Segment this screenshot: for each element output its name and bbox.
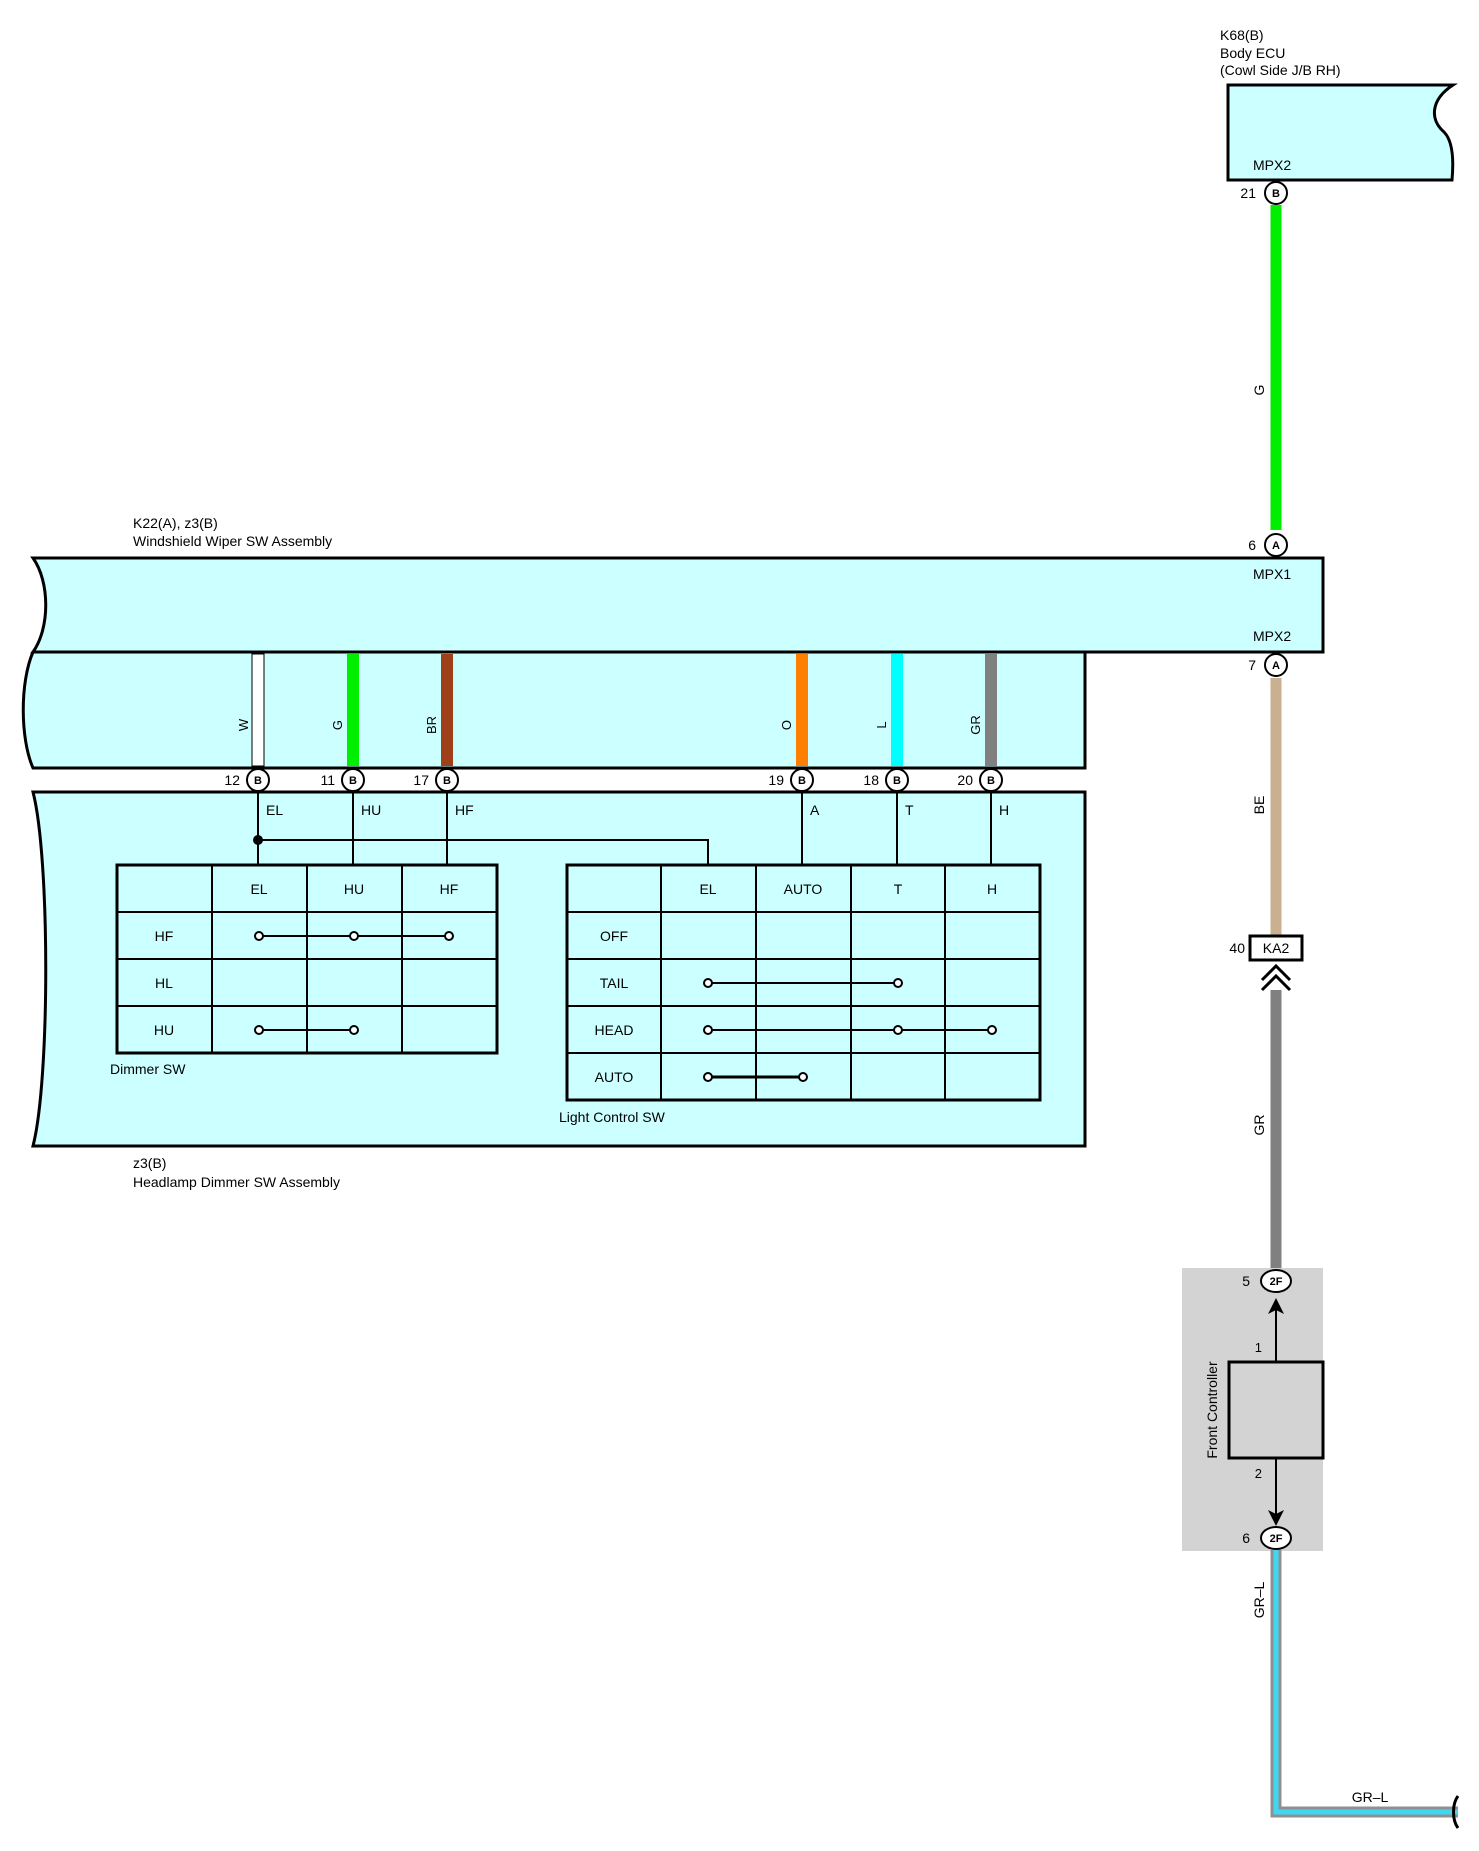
harness-connector-18-label: B <box>893 775 901 787</box>
headlamp-assembly-box <box>31 790 1087 1148</box>
light-row-auto: AUTO <box>595 1069 634 1085</box>
wire-gr-label: GR <box>1251 1115 1267 1136</box>
wiper-assembly-name: Windshield Wiper SW Assembly <box>133 533 332 549</box>
body-ecu-location: (Cowl Side J/B RH) <box>1220 62 1341 78</box>
harness-box <box>21 650 1087 770</box>
harness-pin-11: 11 <box>320 772 335 788</box>
harness-wire-g-label: G <box>330 720 345 730</box>
body-ecu-pin: 21 <box>1240 185 1256 201</box>
mpx2-label: MPX2 <box>1253 628 1291 644</box>
harness-pin-17: 17 <box>413 772 429 788</box>
front-controller-pin-bottom: 6 <box>1242 1530 1250 1546</box>
dimmer-row-hf: HF <box>155 928 174 944</box>
mpx1-connector-label: A <box>1272 540 1280 552</box>
harness-connectors: 12 B 11 B 17 B 19 B 18 B 20 B <box>224 768 1003 792</box>
front-controller-name: Front Controller <box>1204 1361 1220 1459</box>
mpx1-pin: 6 <box>1248 537 1256 553</box>
mpx1-label: MPX1 <box>1253 566 1291 582</box>
body-ecu-name: Body ECU <box>1220 45 1285 61</box>
harness-pin-19: 19 <box>768 772 784 788</box>
front-controller-inner-bottom: 2 <box>1255 1466 1262 1481</box>
wire-grl-tracer <box>1270 1550 1458 1818</box>
harness-wire-gr-label: GR <box>968 715 983 735</box>
dimmer-row-hl: HL <box>155 975 173 991</box>
light-col-t: T <box>894 881 903 897</box>
light-control-sw-table: EL AUTO T H OFF TAIL HEAD AUTO <box>565 863 1042 1102</box>
wire-grl-horizontal-label: GR–L <box>1352 1789 1389 1805</box>
wiper-assembly-box <box>30 556 1325 654</box>
internal-wiring <box>253 791 992 865</box>
wire-g-top-label: G <box>1251 385 1267 396</box>
wire-be-label: BE <box>1251 796 1267 815</box>
front-controller-inner-top: 1 <box>1255 1340 1262 1355</box>
ka2-label: KA2 <box>1263 940 1290 956</box>
wiper-assembly-code: K22(A), z3(B) <box>133 515 218 531</box>
harness-wire-w <box>251 653 265 767</box>
body-ecu-terminal: MPX2 <box>1253 157 1291 173</box>
harness-connector-19-label: B <box>798 775 806 787</box>
harness-wire-o-label: O <box>779 720 794 730</box>
ka2-pin: 40 <box>1229 940 1245 956</box>
mpx1-connector <box>1264 533 1288 557</box>
harness-connector-20-label: B <box>987 775 995 787</box>
harness-connector-17-label: B <box>443 775 451 787</box>
terminal-h: H <box>999 802 1009 818</box>
ka2-junction-box <box>1248 934 1304 962</box>
body-ecu-connector <box>1264 181 1288 205</box>
harness-connector-12-label: B <box>254 775 262 787</box>
wire-grl-vertical-label: GR–L <box>1251 1582 1267 1619</box>
ka2-chevron-icon <box>1260 973 1292 992</box>
terminal-t: T <box>905 802 914 818</box>
harness-wire-br-label: BR <box>424 716 439 734</box>
light-col-h: H <box>987 881 997 897</box>
ka2-chevron-icon <box>1260 963 1292 982</box>
body-ecu-code: K68(B) <box>1220 27 1264 43</box>
body-ecu-connector-label: B <box>1272 188 1280 200</box>
body-ecu-box <box>1226 83 1459 182</box>
dimmer-sw-label: Dimmer SW <box>110 1061 186 1077</box>
harness-pin-20: 20 <box>957 772 973 788</box>
terminal-a: A <box>810 802 820 818</box>
terminal-hu: HU <box>361 802 381 818</box>
junction-dot <box>253 835 263 845</box>
terminal-el: EL <box>266 802 283 818</box>
wire-grl <box>1273 1550 1458 1815</box>
headlamp-assembly-code: z3(B) <box>133 1155 166 1171</box>
harness-pin-18: 18 <box>863 772 879 788</box>
dimmer-col-hf: HF <box>440 881 459 897</box>
headlamp-assembly-name: Headlamp Dimmer SW Assembly <box>133 1174 340 1190</box>
light-col-auto: AUTO <box>784 881 823 897</box>
light-col-el: EL <box>699 881 716 897</box>
mpx2-connector-label: A <box>1272 660 1280 672</box>
mpx2-pin: 7 <box>1248 657 1256 673</box>
front-controller-pin-top: 5 <box>1242 1273 1250 1289</box>
mpx2-connector <box>1264 653 1288 677</box>
harness-pin-12: 12 <box>224 772 240 788</box>
terminal-hf: HF <box>455 802 474 818</box>
harness-connector-11-label: B <box>349 775 357 787</box>
light-row-tail: TAIL <box>600 975 629 991</box>
dimmer-sw-table: EL HU HF HF HL HU <box>115 863 499 1055</box>
dimmer-col-el: EL <box>250 881 267 897</box>
light-control-sw-label: Light Control SW <box>559 1109 666 1125</box>
front-controller-connector-top <box>1260 1269 1292 1293</box>
harness-wire-w-label: W <box>236 718 251 731</box>
harness-wire-l-label: L <box>874 721 889 728</box>
arrow-up-icon <box>1268 1298 1284 1314</box>
dimmer-row-hu: HU <box>154 1022 174 1038</box>
front-controller-connector-top-label: 2F <box>1270 1276 1283 1288</box>
front-controller-module <box>1227 1360 1325 1460</box>
light-row-head: HEAD <box>595 1022 634 1038</box>
dimmer-col-hu: HU <box>344 881 364 897</box>
front-controller-connector-bottom <box>1260 1526 1292 1550</box>
light-row-off: OFF <box>600 928 628 944</box>
arrow-down-icon <box>1268 1510 1284 1526</box>
harness-wire-group <box>251 653 997 767</box>
front-controller-connector-bottom-label: 2F <box>1270 1533 1283 1545</box>
wire-grl-break <box>1452 1795 1460 1829</box>
